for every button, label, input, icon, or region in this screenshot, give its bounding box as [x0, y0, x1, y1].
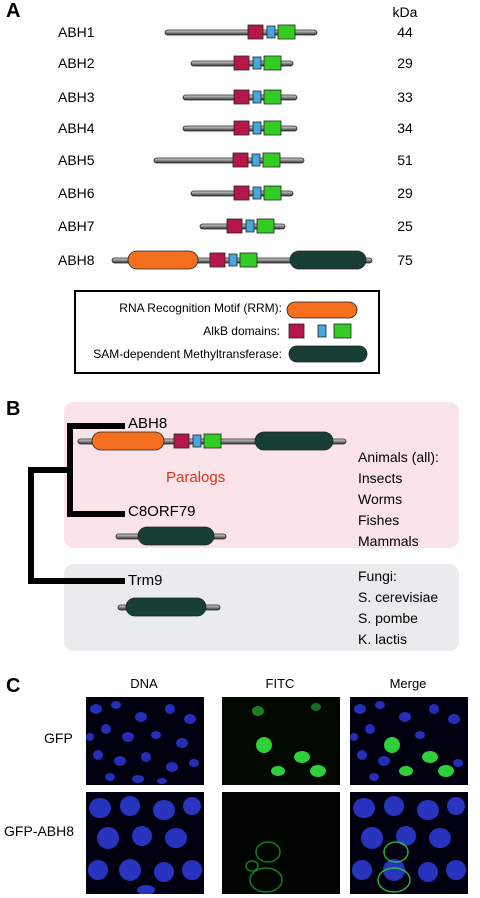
micrograph-gfp-abh8-dna — [86, 792, 204, 894]
protein-label-abh5: ABH5 — [58, 152, 95, 168]
paralogs-label: Paralogs — [166, 469, 226, 486]
row-label-gfp: GFP — [44, 730, 73, 746]
legend-swatches — [286, 301, 368, 363]
animals-heading: Animals (all): — [358, 449, 439, 465]
protein-diagram-abh4 — [182, 120, 298, 136]
protein-label-abh4: ABH4 — [58, 120, 95, 136]
protein-diagram-abh8 — [111, 250, 373, 270]
protein-diagram-abh6 — [190, 185, 294, 201]
kda-value-abh4: 34 — [397, 120, 413, 136]
column-header-fitc: FITC — [265, 676, 295, 691]
kda-value-abh1: 44 — [397, 24, 413, 40]
panel-b-letter: B — [6, 398, 21, 420]
legend-alkb-blue-swatch — [317, 324, 327, 338]
fungi-heading: Fungi: — [358, 568, 397, 584]
species-s-cerevisiae: S. cerevisiae — [358, 589, 439, 605]
kda-value-abh2: 29 — [397, 55, 413, 71]
protein-diagram-abh1 — [164, 24, 318, 40]
protein-diagram-abh2 — [190, 55, 294, 71]
protein-label-abh6: ABH6 — [58, 185, 95, 201]
domain-diagrams — [111, 24, 373, 270]
protein-label-abh2: ABH2 — [58, 55, 95, 71]
kda-value-abh5: 51 — [397, 152, 413, 168]
legend-alkb-red-swatch — [288, 323, 305, 339]
panel-a-letter: A — [6, 0, 21, 22]
column-header-dna: DNA — [130, 676, 158, 691]
root-branch — [28, 467, 125, 584]
panel-c-letter: C — [6, 675, 21, 697]
legend-sam-label: SAM-dependent Methyltransferase: — [93, 347, 282, 361]
legend-rrm-label: RNA Recognition Motif (RRM): — [119, 301, 282, 315]
kda-value-abh7: 25 — [397, 218, 413, 234]
kda-header: kDa — [392, 4, 418, 20]
animals-region — [64, 402, 459, 548]
animals-species-list: Animals (all): Insects Worms Fishes Mamm… — [358, 447, 439, 552]
micrograph-gfp-abh8-merge — [350, 792, 468, 894]
protein-label-abh8: ABH8 — [58, 252, 95, 268]
species-s-pombe: S. pombe — [358, 610, 418, 626]
legend-alkb-green-swatch — [333, 323, 352, 339]
protein-label-abh1: ABH1 — [58, 24, 95, 40]
tree-c8orf79-diagram — [115, 526, 227, 546]
species-mammals: Mammals — [358, 533, 419, 549]
tree-trm9-diagram — [117, 597, 221, 617]
tree-abh8-diagram — [77, 431, 347, 451]
protein-diagram-abh3 — [182, 89, 298, 105]
legend-sam-swatch — [288, 345, 368, 363]
tree-label-c8orf79: C8ORF79 — [128, 503, 196, 520]
legend-rrm-swatch — [286, 301, 358, 319]
legend-alkb-label: AlkB domains: — [203, 324, 280, 338]
phylogenetic-tree — [28, 423, 347, 617]
protein-diagram-abh7 — [199, 218, 286, 234]
micrograph-gfp-fitc — [222, 697, 340, 785]
protein-label-abh3: ABH3 — [58, 89, 95, 105]
species-insects: Insects — [358, 470, 403, 486]
micrograph-gfp-merge — [350, 697, 468, 785]
protein-label-abh7: ABH7 — [58, 218, 95, 234]
kda-value-abh8: 75 — [397, 252, 413, 268]
species-worms: Worms — [358, 491, 403, 507]
tree-label-trm9: Trm9 — [128, 572, 163, 589]
species-k-lactis: K. lactis — [358, 631, 408, 647]
protein-diagram-abh5 — [153, 152, 305, 168]
column-header-merge: Merge — [389, 676, 427, 691]
fungi-species-list: Fungi: S. cerevisiae S. pombe K. lactis — [358, 566, 438, 650]
micrograph-gfp-abh8-fitc — [222, 792, 340, 894]
tree-label-abh8: ABH8 — [128, 415, 168, 432]
row-label-gfp-abh8: GFP-ABH8 — [4, 823, 75, 839]
micrograph-gfp-dna — [86, 697, 204, 785]
species-fishes: Fishes — [358, 512, 400, 528]
kda-value-abh3: 33 — [397, 89, 413, 105]
kda-value-abh6: 29 — [397, 185, 413, 201]
